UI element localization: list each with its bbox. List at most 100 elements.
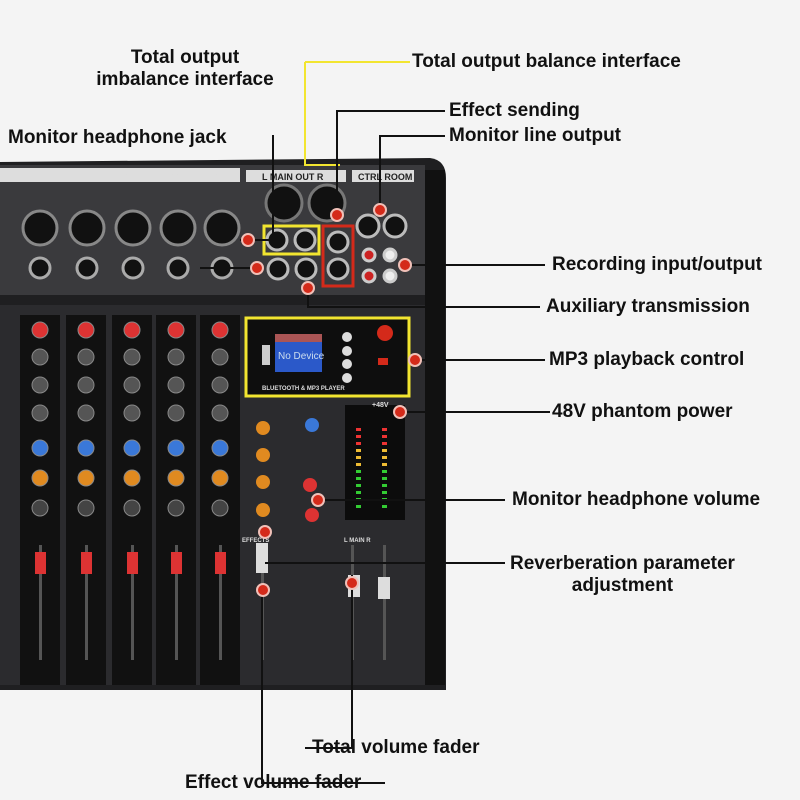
channel-fader-knob — [81, 552, 92, 574]
channel-number: 8 — [37, 171, 42, 181]
headphone-knob — [305, 508, 319, 522]
label-line: imbalance interface — [96, 69, 274, 90]
effect-highlight — [321, 224, 355, 288]
knob — [167, 321, 185, 339]
knob — [77, 404, 95, 422]
knob — [31, 404, 49, 422]
knob — [77, 439, 95, 457]
fader-track — [383, 545, 386, 660]
phantom-label: +48V — [372, 402, 389, 409]
knob — [31, 321, 49, 339]
knob — [77, 469, 95, 487]
effects-label: EFFECTS — [242, 538, 269, 544]
label-phantom-power: 48V phantom power — [552, 401, 733, 422]
knob — [31, 376, 49, 394]
meter-led — [356, 428, 361, 431]
knob — [211, 499, 229, 517]
label-reverb: Reverberation parameter adjustment — [510, 553, 735, 597]
meter-led — [382, 449, 387, 452]
label-auxiliary-transmission: Auxiliary transmission — [546, 296, 750, 317]
ctrl-room-label: CTRL ROOM — [358, 172, 412, 182]
label-effect-fader: Effect volume fader — [185, 772, 362, 793]
meter-led — [382, 491, 387, 494]
knobs — [31, 321, 319, 522]
faders — [35, 545, 386, 660]
meter-led — [356, 477, 361, 480]
meter-led — [382, 442, 387, 445]
effect-knob — [256, 448, 270, 462]
channel-number: 10 — [126, 171, 136, 181]
knob — [31, 348, 49, 366]
knob — [211, 321, 229, 339]
effect-knob — [256, 421, 270, 435]
knob — [77, 376, 95, 394]
knob — [167, 469, 185, 487]
meter-led — [382, 463, 387, 466]
meter-led — [356, 491, 361, 494]
label-recording-io: Recording input/output — [552, 254, 763, 275]
label-line: Total output — [130, 47, 240, 68]
player-label: BLUETOOTH & MP3 PLAYER — [262, 386, 345, 392]
main-label: L MAIN R — [344, 538, 371, 544]
meter-led — [356, 505, 361, 508]
label-mp3-playback: MP3 playback control — [549, 349, 745, 370]
tape-knob — [303, 478, 317, 492]
channel-fader-knob — [35, 552, 46, 574]
fader-track — [39, 545, 42, 660]
channel-inputs — [0, 168, 241, 280]
meter-led — [356, 456, 361, 459]
knob — [167, 499, 185, 517]
display-text: No Device — [278, 351, 325, 362]
main-fader-right-knob — [378, 577, 390, 599]
knob — [123, 439, 141, 457]
xlr-out-left — [264, 183, 304, 223]
label-headphone-volume: Monitor headphone volume — [512, 489, 761, 510]
channel-fader-knob — [127, 552, 138, 574]
meter-led — [382, 484, 387, 487]
marker-dots — [241, 203, 422, 597]
knob — [211, 469, 229, 487]
label-effect-sending: Effect sending — [449, 100, 580, 121]
fader-track — [175, 545, 178, 660]
label-line: Reverberation parameter — [510, 553, 735, 574]
meter-led — [382, 435, 387, 438]
knob — [211, 376, 229, 394]
label-line: adjustment — [571, 575, 674, 596]
knob — [211, 404, 229, 422]
knob — [77, 348, 95, 366]
label-total-fader: Total volume fader — [312, 737, 480, 758]
knob — [123, 469, 141, 487]
knob — [31, 469, 49, 487]
meter-led — [356, 435, 361, 438]
label-total-output-balance: Total output balance interface — [412, 51, 681, 72]
channel-fader-knob — [215, 552, 226, 574]
knob — [31, 439, 49, 457]
label-monitor-line-output: Monitor line output — [449, 125, 622, 146]
knob — [167, 404, 185, 422]
fader-track — [85, 545, 88, 660]
meter-led — [356, 463, 361, 466]
effect-fader-knob — [256, 543, 268, 573]
knob — [123, 404, 141, 422]
label-monitor-headphone-jack: Monitor headphone jack — [8, 127, 227, 148]
knob — [77, 321, 95, 339]
knob — [123, 376, 141, 394]
knob — [211, 348, 229, 366]
knob — [167, 348, 185, 366]
knob — [123, 499, 141, 517]
fader-track — [219, 545, 222, 660]
meter-led — [382, 456, 387, 459]
knob — [211, 439, 229, 457]
channel-fader-knob — [171, 552, 182, 574]
channel-number: 12 — [216, 171, 226, 181]
effect-knob — [256, 503, 270, 517]
meter-led — [382, 477, 387, 480]
main-out-label: L MAIN OUT R — [262, 172, 324, 182]
channel-number: 11 — [172, 171, 182, 181]
knob — [77, 499, 95, 517]
meter-led — [382, 470, 387, 473]
knob — [167, 439, 185, 457]
fader-track — [131, 545, 134, 660]
meter-led — [356, 449, 361, 452]
